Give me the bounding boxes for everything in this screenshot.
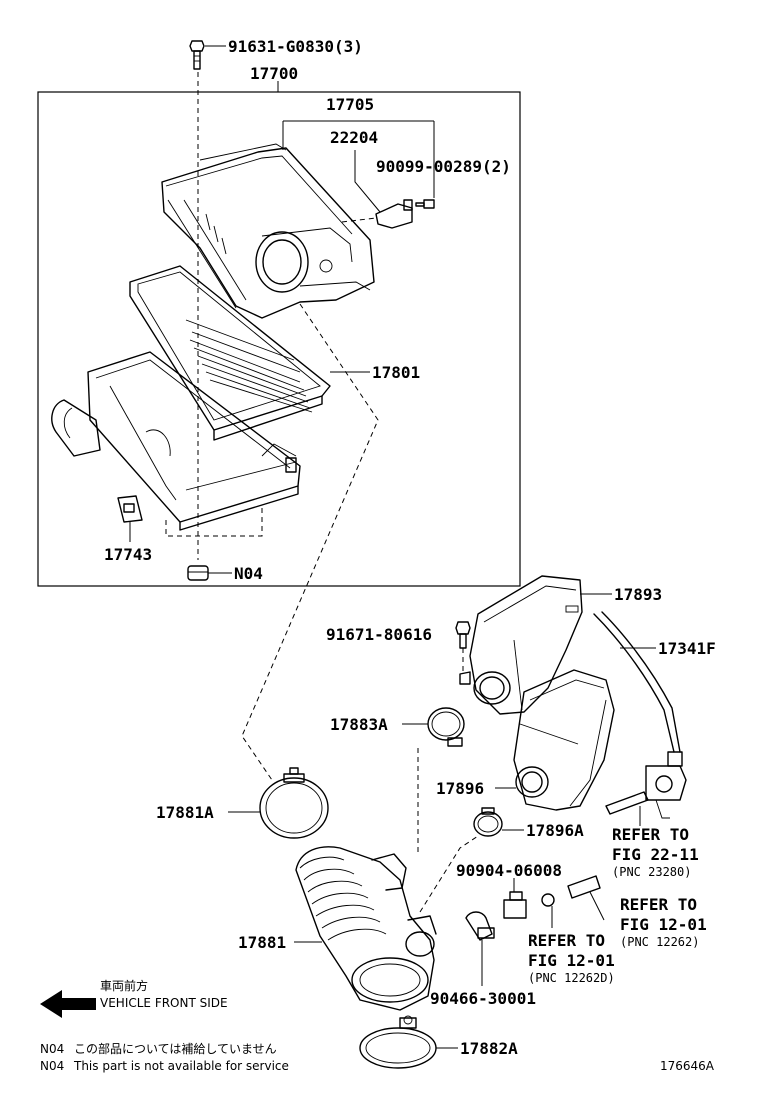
note-n04-label-1: N04: [40, 1042, 64, 1056]
label-bolt-res: 91671-80616: [326, 625, 432, 644]
label-clamp-bottom: 90466-30001: [430, 989, 536, 1008]
direction-en: VEHICLE FRONT SIDE: [100, 996, 228, 1010]
note-n04-label-2: N04: [40, 1059, 64, 1073]
bracket-17743[interactable]: [117, 495, 143, 523]
label-n04: N04: [234, 564, 263, 583]
ref22-fig: FIG 22-11: [612, 845, 699, 864]
label-vsv: 90904-06008: [456, 861, 562, 880]
diagram-id: 176646A: [660, 1059, 715, 1073]
air-filter-element[interactable]: [129, 265, 331, 441]
label-sensor: 22204: [330, 128, 378, 147]
small-tube[interactable]: [567, 875, 601, 899]
clamp-90466[interactable]: [465, 911, 495, 941]
label-resonator: 17893: [614, 585, 662, 604]
airflow-sensor[interactable]: [375, 199, 413, 229]
clamp-17883a[interactable]: [427, 707, 465, 747]
ref12a-fig: FIG 12-01: [620, 915, 707, 934]
ref12a-refer: REFER TO: [620, 895, 697, 914]
direction-jp: 車両前方: [100, 978, 148, 993]
label-assembly: 17700: [250, 64, 298, 83]
grommet-n04[interactable]: [187, 565, 209, 581]
label-bolt-top: 91631-G0830(3): [228, 37, 363, 56]
intake-hose-17881[interactable]: [295, 846, 437, 1011]
ref12a-pnc: (PNC 12262): [620, 935, 699, 949]
top-bolt[interactable]: [189, 40, 205, 70]
note-n04-en: This part is not available for service: [73, 1059, 289, 1073]
label-res-lower: 17896: [436, 779, 484, 798]
vsv-valve[interactable]: [605, 765, 687, 819]
fitting-90904[interactable]: [503, 891, 527, 919]
ref12b-pnc: (PNC 12262D): [528, 971, 615, 985]
label-clamp-882a: 17882A: [460, 1039, 518, 1058]
air-cleaner-cap[interactable]: [161, 143, 375, 319]
label-clamp-881a: 17881A: [156, 803, 214, 822]
resonator-17893[interactable]: [459, 575, 583, 715]
label-hose: 17881: [238, 933, 286, 952]
label-hose-f: 17341F: [658, 639, 716, 658]
note-n04-jp: この部品については補給していません: [74, 1041, 277, 1056]
front-arrow-icon: [40, 990, 96, 1018]
label-clamp-896a: 17896A: [526, 821, 584, 840]
clamp-17881a[interactable]: [259, 767, 329, 839]
assembly-frame: [37, 91, 521, 587]
ref22-refer: REFER TO: [612, 825, 689, 844]
small-ring[interactable]: [541, 893, 555, 907]
label-screw: 90099-00289(2): [376, 157, 511, 176]
resonator-bolt[interactable]: [455, 621, 471, 649]
ref12b-refer: REFER TO: [528, 931, 605, 950]
air-cleaner-case[interactable]: [51, 351, 301, 531]
clamp-17882a[interactable]: [359, 1015, 437, 1069]
label-bracket: 17743: [104, 545, 152, 564]
label-clamp-883a: 17883A: [330, 715, 388, 734]
clamp-17896a[interactable]: [473, 807, 503, 837]
label-cap: 17705: [326, 95, 374, 114]
resonator-17896[interactable]: [513, 669, 615, 811]
ref22-pnc: (PNC 23280): [612, 865, 691, 879]
ref12b-fig: FIG 12-01: [528, 951, 615, 970]
sensor-screw[interactable]: [415, 199, 435, 209]
label-element: 17801: [372, 363, 420, 382]
